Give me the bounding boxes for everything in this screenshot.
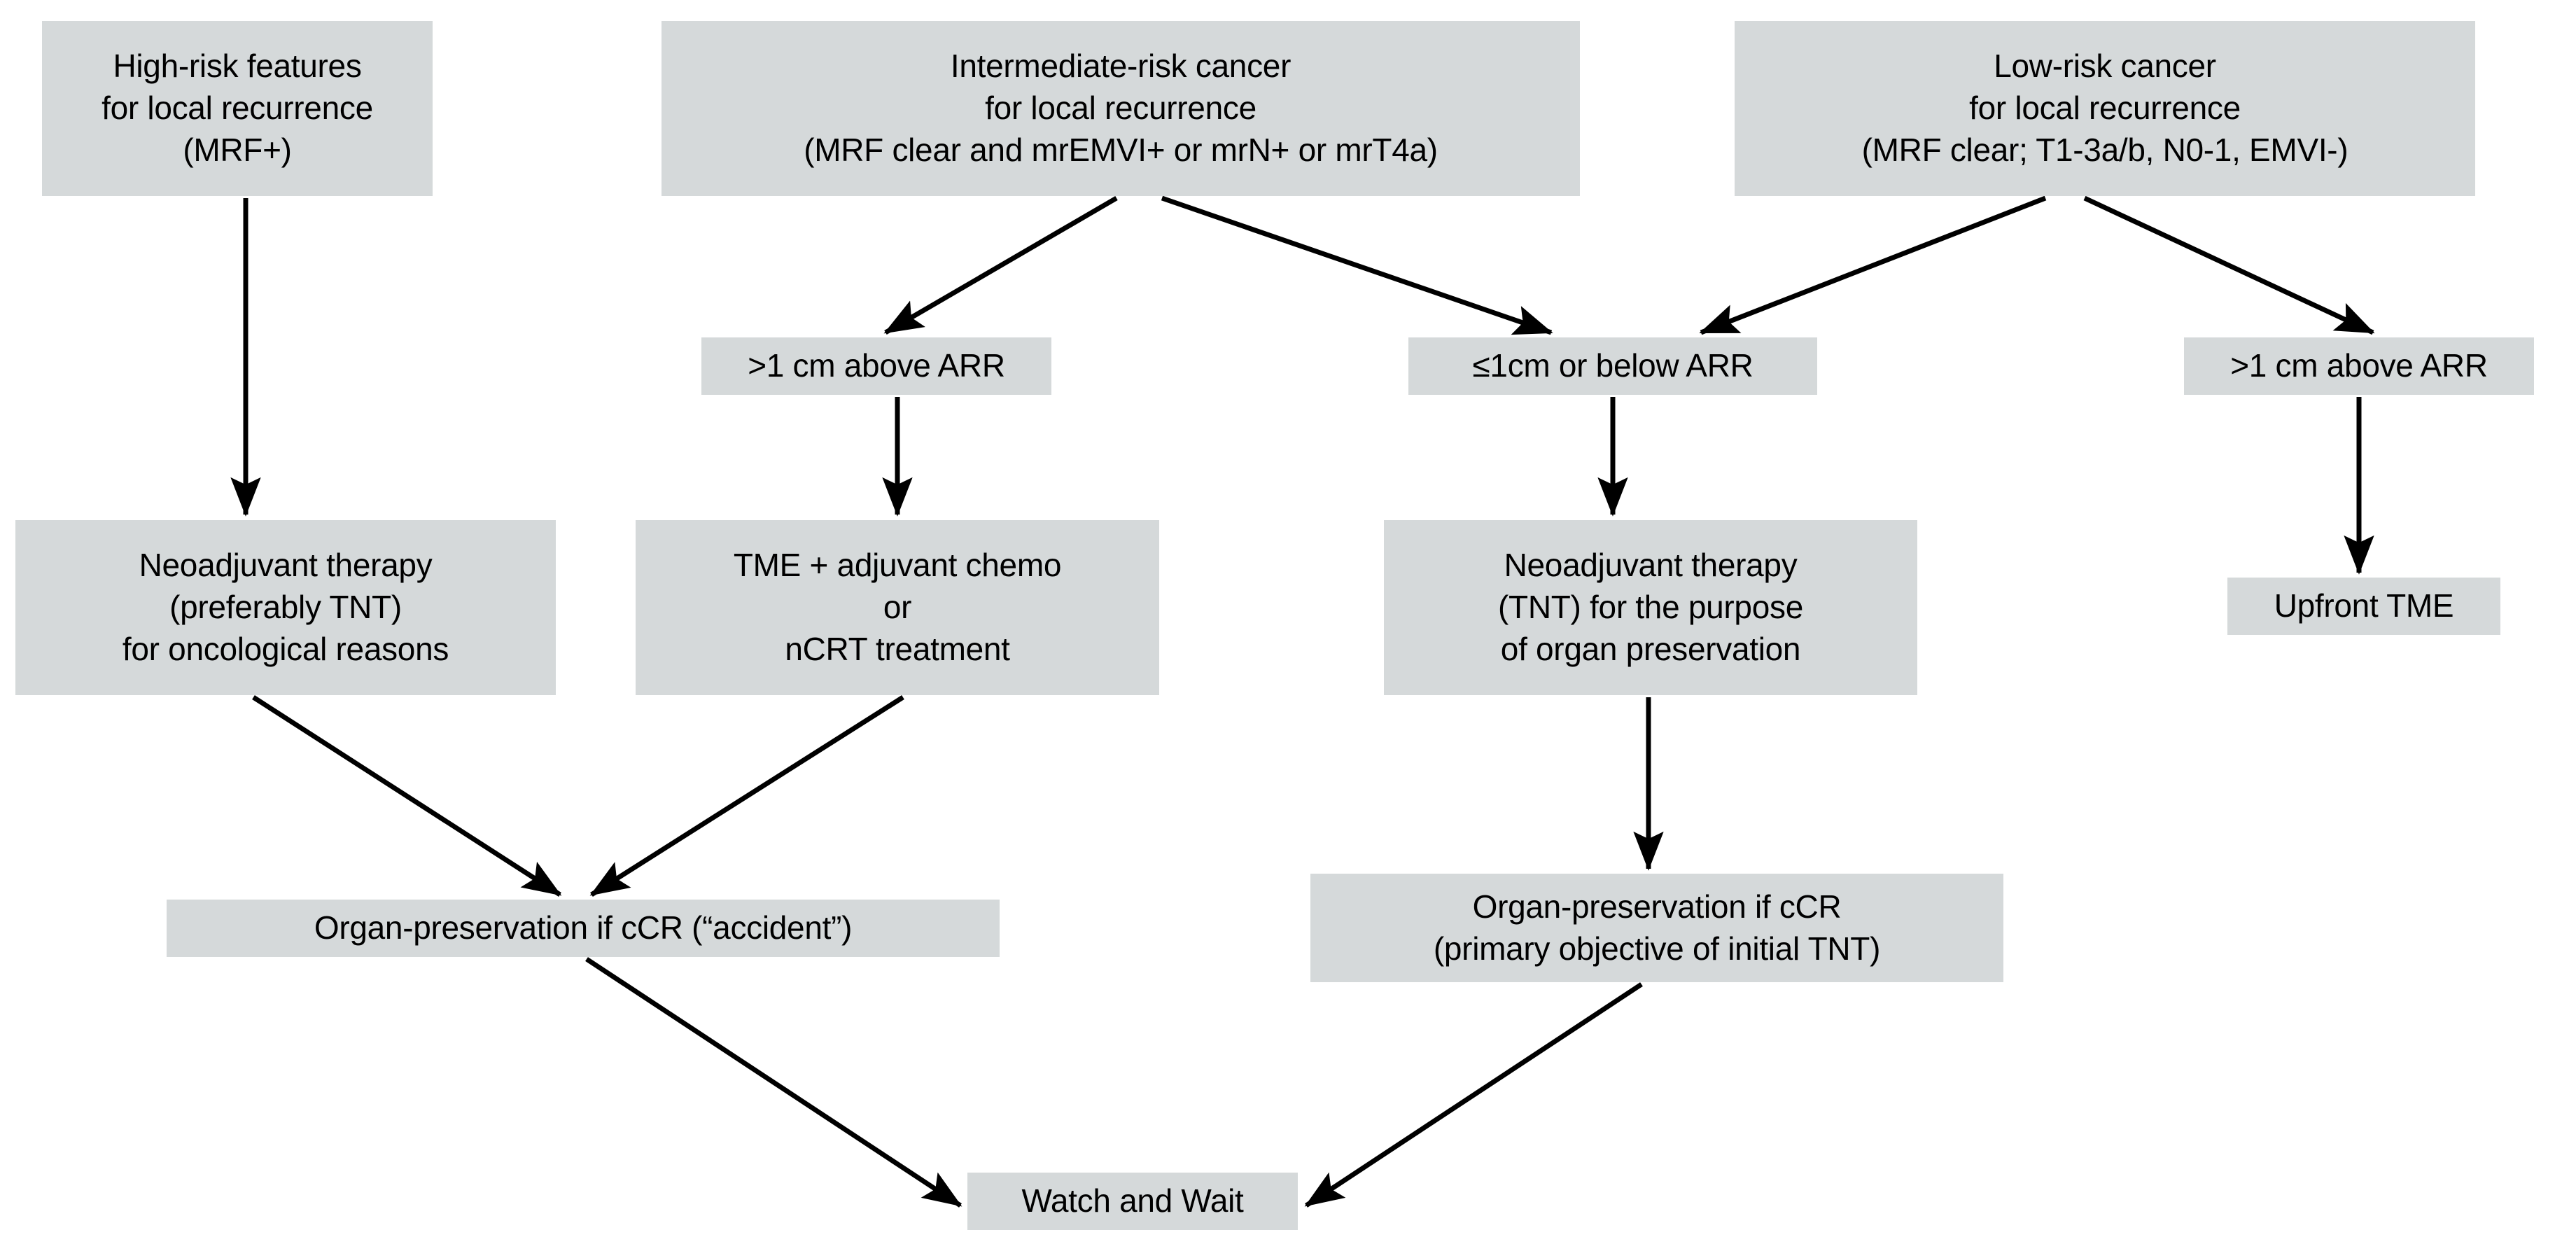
node-text-line: (MRF clear; T1-3a/b, N0-1, EMVI-) [1861, 131, 2348, 168]
node-text-line: or [883, 589, 912, 626]
node-text-line: (preferably TNT) [169, 589, 402, 626]
high-risk-features-box: High-risk features for local recurrence (M… [42, 21, 433, 196]
node-text-line: (primary objective of initial TNT) [1433, 930, 1881, 967]
node-text-line: nCRT treatment [785, 630, 1010, 667]
intermediate-risk-cancer-box: Intermediate-risk cancer for local recurr… [662, 21, 1580, 196]
node-text-line: Neoadjuvant therapy [139, 547, 433, 584]
neoadjuvant-organ-preservation-box: Neoadjuvant therapy (TNT) for the purpose… [1384, 520, 1917, 695]
node-text-line: of organ preservation [1500, 630, 1801, 667]
low-risk-cancer-box: Low-risk cancer for local recurrence (MRF … [1735, 21, 2475, 196]
edge-low-risk-to-below-arr [1699, 195, 2047, 335]
organ-preservation-primary-box: Organ-preservation if cCR (primary object… [1310, 874, 2003, 982]
edges-group [230, 195, 2375, 1208]
edge-organ-preservation-accident-to-watch-and-wait [585, 957, 962, 1208]
edge-intermediate-to-above-arr [883, 195, 1118, 335]
node-text-line: ≤1cm or below ARR [1472, 347, 1754, 384]
edge-intermediate-to-below-arr [1161, 195, 1553, 335]
node-text-line: Upfront TME [2274, 587, 2454, 624]
node-text-line: Organ-preservation if cCR [1472, 888, 1842, 925]
node-text-line: >1 cm above ARR [748, 347, 1005, 384]
node-text-line: Watch and Wait [1021, 1182, 1244, 1219]
node-text-line: >1 cm above ARR [2230, 347, 2488, 384]
edge-organ-preservation-primary-to-watch-and-wait [1304, 982, 1643, 1208]
node-text-line: for local recurrence [1969, 90, 2241, 127]
node-text-line: (MRF+) [183, 131, 292, 168]
node-text-line: Organ-preservation if cCR (“accident”) [314, 909, 853, 946]
neoadjuvant-oncological-box: Neoadjuvant therapy (preferably TNT) for o… [15, 520, 556, 695]
node-text-line: for local recurrence [985, 90, 1256, 127]
node-text-line: (TNT) for the purpose [1498, 589, 1803, 626]
above-arr-low-risk-box: >1 cm above ARR [2184, 337, 2534, 395]
watch-and-wait-box: Watch and Wait [967, 1173, 1298, 1230]
node-text-line: (MRF clear and mrEMVI+ or mrN+ or mrT4a) [804, 131, 1438, 168]
upfront-tme-box: Upfront TME [2227, 578, 2500, 635]
node-text-line: TME + adjuvant chemo [733, 547, 1062, 584]
node-text-line: Intermediate-risk cancer [950, 48, 1292, 85]
node-text-line: High-risk features [113, 48, 362, 85]
node-text-line: for oncological reasons [122, 630, 449, 667]
node-text-line: for local recurrence [102, 90, 373, 127]
edge-low-risk-to-above-arr [2083, 195, 2375, 335]
above-arr-intermediate-box: >1 cm above ARR [701, 337, 1051, 395]
edge-tme-adjuvant-to-organ-preservation [589, 695, 904, 897]
below-arr-box: ≤1cm or below ARR [1408, 337, 1817, 395]
tme-adjuvant-chemo-box: TME + adjuvant chemo or nCRT treatment [636, 520, 1159, 695]
node-text-line: Low-risk cancer [1994, 48, 2216, 85]
edge-neoadjuvant-oncological-to-organ-preservation [252, 695, 562, 897]
node-text-line: Neoadjuvant therapy [1504, 547, 1798, 584]
organ-preservation-accident-box: Organ-preservation if cCR (“accident”) [167, 900, 1000, 957]
